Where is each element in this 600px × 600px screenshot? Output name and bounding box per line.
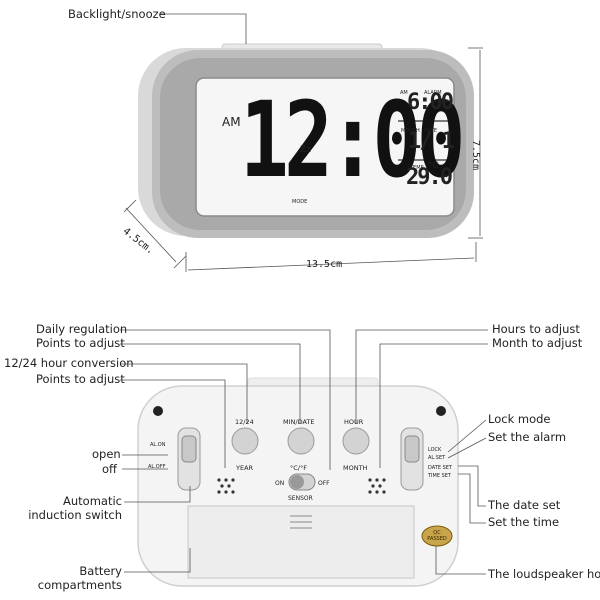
qc-seal: [421, 525, 453, 547]
callout-set-alarm: Set the alarm: [488, 430, 567, 444]
leader-lines: [120, 329, 488, 575]
label-on: ON: [275, 480, 285, 487]
temp-label: TEMP: [410, 165, 424, 171]
label-year: YEAR: [236, 464, 254, 472]
am-indicator: AM: [222, 115, 241, 129]
height-dimension: 7.5cm: [470, 140, 481, 171]
width-dimension: 13.5cm: [306, 259, 343, 270]
callout-points-adjust-2: Points to adjust: [36, 372, 125, 386]
callout-points-adjust-1: Points to adjust: [36, 336, 125, 350]
callout-off: off: [102, 462, 117, 476]
label-off: OFF: [318, 480, 330, 487]
callout-set-time: Set the time: [488, 515, 560, 529]
callout-hour-conversion: 12/24 hour conversion: [4, 356, 134, 370]
main-time-display: 12:00: [240, 79, 465, 201]
leader-line: [160, 13, 247, 44]
callout-induction-1: Automatic: [63, 494, 122, 508]
screw-hole: [153, 406, 163, 416]
callout-hours-adjust: Hours to adjust: [492, 322, 580, 336]
back-clock: [137, 377, 459, 587]
callout-daily-regulation: Daily regulation: [36, 322, 128, 336]
battery-grip: [290, 515, 312, 529]
front-clock: [138, 43, 474, 238]
callout-date-set: The date set: [488, 498, 561, 512]
label-sensor: SENSOR: [288, 495, 313, 502]
speaker-grill-left: [217, 478, 235, 494]
callout-battery-1: Battery: [79, 564, 122, 578]
callout-month-adjust: Month to adjust: [492, 336, 583, 350]
date-label: DATE: [424, 128, 438, 134]
callout-battery-2: compartments: [37, 578, 122, 592]
screw-hole: [436, 406, 446, 416]
label-month: MONTH: [343, 464, 368, 472]
dimension-lines: [123, 47, 483, 272]
label-ctf: °C/°F: [290, 464, 307, 472]
snooze-indicator: Zz: [300, 145, 311, 155]
button-1224: [231, 427, 259, 455]
month-label: MONTH: [401, 128, 420, 134]
alarm-am-label: AM: [400, 90, 408, 96]
button-hour: [342, 427, 370, 455]
temp-display: 29.0: [406, 165, 453, 190]
callout-loudspeaker: The loudspeaker hole: [488, 567, 600, 581]
al-on-label: AL.ON: [150, 442, 166, 448]
label-1224: 12/24: [235, 418, 254, 426]
speaker-grill-right: [368, 478, 386, 494]
label-hour: HOUR: [344, 418, 364, 426]
mode-indicator: MODE: [292, 199, 308, 205]
alarm-time: 6:00: [407, 90, 454, 115]
label-alset: AL.SET: [428, 455, 446, 461]
lcd-screen: [195, 77, 455, 217]
callout-lock-mode: Lock mode: [488, 412, 551, 426]
alarm-title: ALARM: [424, 90, 442, 96]
label-timeset: TIME SET: [428, 473, 451, 479]
label-dateset: DATE SET: [428, 465, 452, 471]
al-off-label: AL.OFF: [148, 464, 166, 470]
callout-induction-2: induction switch: [28, 508, 122, 522]
callout-open: open: [92, 447, 121, 461]
date-display: 1/ 1: [408, 129, 455, 154]
qc-passed-label: QC PASSED: [427, 530, 447, 542]
temp-unit: °C: [428, 161, 439, 171]
battery-compartment: [187, 505, 415, 579]
button-min-date: [287, 427, 315, 455]
callout-backlight: Backlight/snooze: [68, 7, 166, 21]
label-lock: LOCK: [428, 447, 442, 453]
label-min-date: MIN/DATE: [283, 418, 315, 426]
